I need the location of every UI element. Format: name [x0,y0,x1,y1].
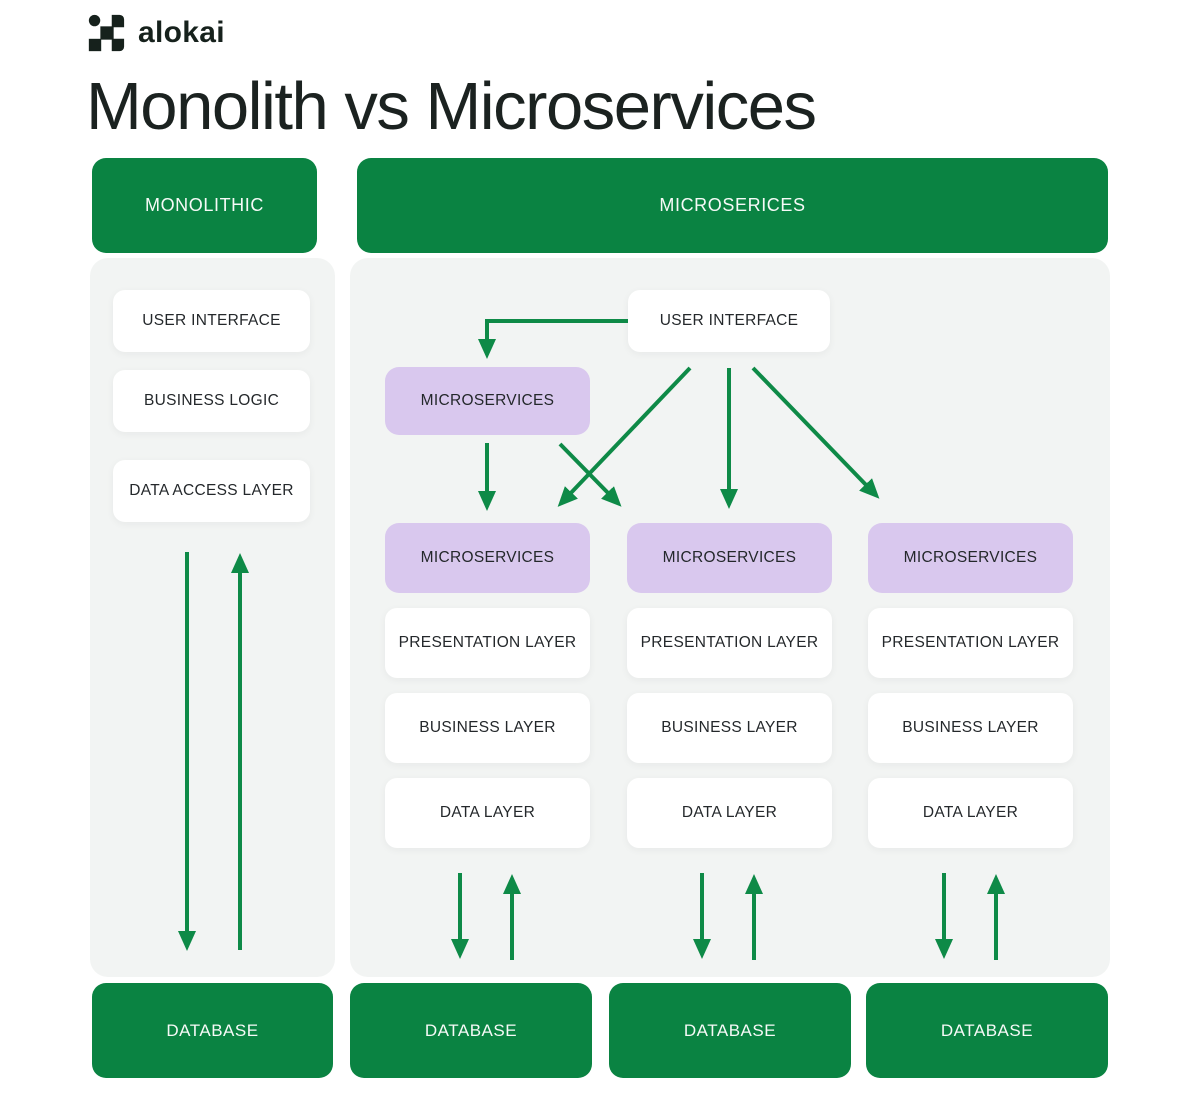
presentation-layer-box-2: PRESENTATION LAYER [627,608,832,678]
monolithic-section-header: MONOLITHIC [92,158,317,253]
data-layer-box-2: DATA LAYER [627,778,832,848]
microservices-user-interface-box: USER INTERFACE [628,290,830,352]
data-layer-box-1: DATA LAYER [385,778,590,848]
monolith-user-interface-box: USER INTERFACE [113,290,310,352]
business-layer-box-1: BUSINESS LAYER [385,693,590,763]
brand-name: alokai [138,16,225,49]
microservices-database-box-3: DATABASE [866,983,1108,1078]
business-layer-box-3: BUSINESS LAYER [868,693,1073,763]
microservice-box-1: MICROSERVICES [385,523,590,593]
microservices-database-box-2: DATABASE [609,983,851,1078]
brand-logo: alokai [88,14,225,52]
data-layer-box-3: DATA LAYER [868,778,1073,848]
monolithic-panel [90,258,335,977]
microservices-section-header: MICROSERICES [357,158,1108,253]
microservice-box-3: MICROSERVICES [868,523,1073,593]
alokai-pixel-x-icon [88,14,125,52]
monolith-business-logic-box: BUSINESS LOGIC [113,370,310,432]
microservices-database-box-1: DATABASE [350,983,592,1078]
page-title: Monolith vs Microservices [86,69,817,144]
monolith-data-access-layer-box: DATA ACCESS LAYER [113,460,310,522]
microservice-box-2: MICROSERVICES [627,523,832,593]
monolith-database-box: DATABASE [92,983,333,1078]
business-layer-box-2: BUSINESS LAYER [627,693,832,763]
presentation-layer-box-3: PRESENTATION LAYER [868,608,1073,678]
presentation-layer-box-1: PRESENTATION LAYER [385,608,590,678]
microservices-gateway-box: MICROSERVICES [385,367,590,435]
